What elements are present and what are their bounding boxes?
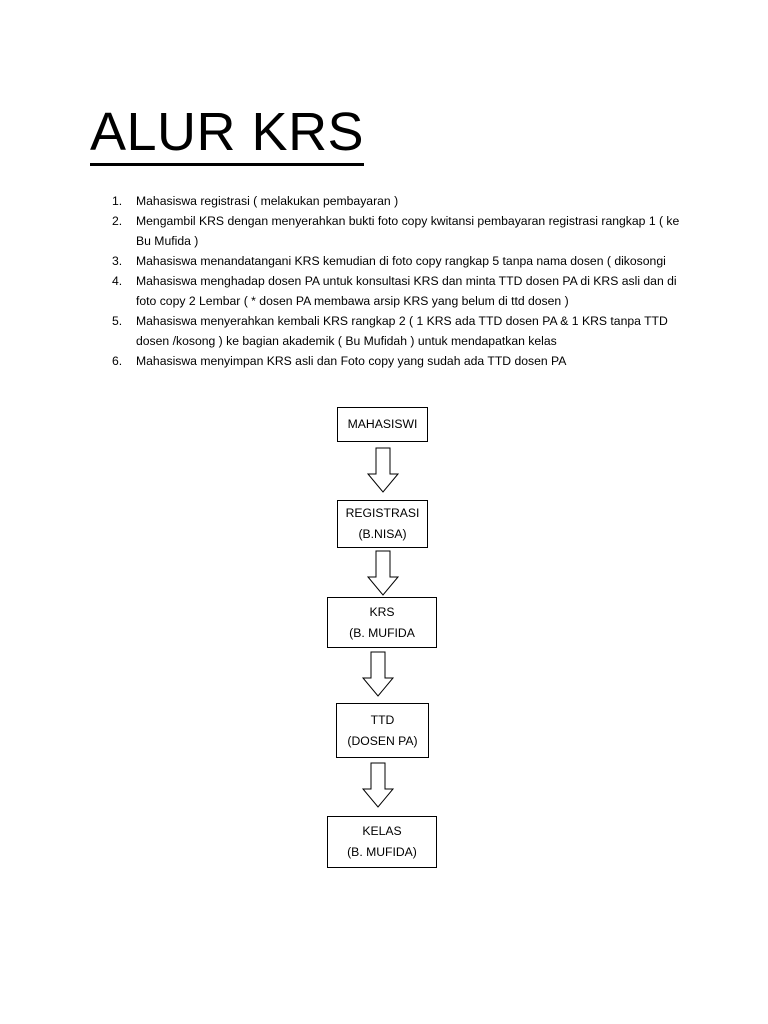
- step-number: 2.: [112, 214, 123, 228]
- down-arrow-icon: [361, 762, 395, 808]
- flow-node-sublabel: (B. MUFIDA): [347, 845, 417, 859]
- down-arrow-icon: [366, 447, 400, 493]
- step-text: Mahasiswa menyimpan KRS asli dan Foto co…: [136, 354, 567, 368]
- document-title: ALUR KRS: [90, 101, 365, 166]
- step-text: Mahasiswa registrasi ( melakukan pembaya…: [136, 194, 399, 208]
- down-arrow-icon: [361, 651, 395, 697]
- list-item: 3. Mahasiswa menandatangani KRS kemudian…: [112, 251, 682, 271]
- flow-node-label: MAHASISWI: [347, 417, 418, 431]
- list-item: 4. Mahasiswa menghadap dosen PA untuk ko…: [112, 271, 682, 311]
- step-text: Mengambil KRS dengan menyerahkan bukti f…: [136, 214, 680, 248]
- flow-node-kelas: KELAS (B. MUFIDA): [327, 816, 437, 868]
- flow-node-sublabel: (DOSEN PA): [347, 733, 418, 748]
- step-number: 6.: [112, 354, 123, 368]
- list-item: 5. Mahasiswa menyerahkan kembali KRS ran…: [112, 311, 682, 351]
- list-item: 1. Mahasiswa registrasi ( melakukan pemb…: [112, 191, 682, 211]
- flow-node-label: TTD: [370, 712, 395, 727]
- list-item: 2. Mengambil KRS dengan menyerahkan bukt…: [112, 211, 682, 251]
- list-item: 6. Mahasiswa menyimpan KRS asli dan Foto…: [112, 351, 682, 371]
- flow-node-label: KELAS: [362, 824, 402, 838]
- step-number: 3.: [112, 254, 123, 268]
- step-number: 5.: [112, 314, 123, 328]
- flow-node-ttd: TTD (DOSEN PA): [336, 703, 429, 758]
- flow-node-registrasi: REGISTRASI (B.NISA): [337, 500, 428, 548]
- down-arrow-icon: [366, 550, 400, 596]
- flow-node-sublabel: (B. MUFIDA: [349, 625, 415, 640]
- flow-node-krs: KRS (B. MUFIDA: [327, 597, 437, 648]
- step-number: 1.: [112, 194, 123, 208]
- step-text: Mahasiswa menandatangani KRS kemudian di…: [136, 254, 666, 268]
- flow-node-mahasiswi: MAHASISWI: [337, 407, 428, 442]
- step-text: Mahasiswa menghadap dosen PA untuk konsu…: [136, 274, 677, 308]
- flow-node-label: KRS: [369, 604, 395, 619]
- steps-list: 1. Mahasiswa registrasi ( melakukan pemb…: [112, 191, 682, 371]
- step-text: Mahasiswa menyerahkan kembali KRS rangka…: [136, 314, 668, 348]
- step-number: 4.: [112, 274, 123, 288]
- flow-node-sublabel: (B.NISA): [358, 527, 407, 541]
- flow-node-label: REGISTRASI: [345, 506, 420, 520]
